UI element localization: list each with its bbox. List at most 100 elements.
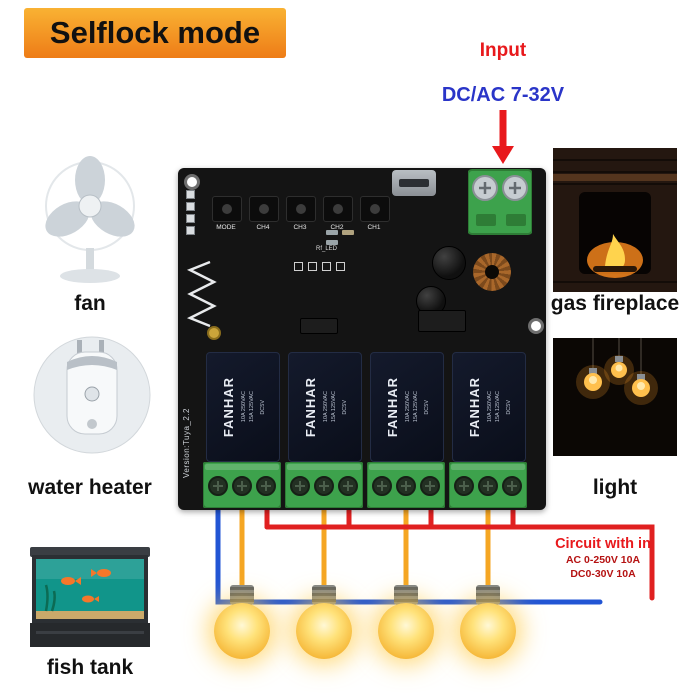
fire-flame: [605, 234, 625, 272]
wire-slot: [506, 214, 526, 226]
bulb-cap: [476, 585, 500, 605]
pin-header: [186, 190, 195, 235]
version-silkscreen: Version:Tuya_2.2: [182, 408, 191, 478]
water-highlight: [36, 559, 144, 579]
relay-spec: 15A 125VAC: [330, 391, 337, 423]
bulb-cap: [230, 585, 254, 605]
button-actuator: [370, 204, 380, 214]
ch3-button[interactable]: [286, 196, 316, 222]
bulb-glass: [296, 603, 352, 659]
ch1-button[interactable]: [360, 196, 390, 222]
screw-slots: [479, 182, 521, 194]
smd-resistor: [326, 230, 338, 235]
rf-led-silkscreen: Rf_LED: [316, 246, 338, 252]
bulb-cap: [312, 585, 336, 605]
bulb-glass: [214, 603, 270, 659]
input-arrow-head: [492, 146, 514, 164]
coil-hole: [485, 265, 499, 279]
mode-banner: Selflock mode: [24, 8, 286, 58]
filament-bulbs: [576, 355, 658, 405]
heater-gauge: [84, 386, 100, 402]
light-card: [553, 338, 677, 456]
light-label: light: [592, 476, 638, 499]
mounting-hole: [184, 174, 200, 190]
relay-brand: FANHAR: [220, 376, 236, 438]
terminal-screws: [208, 476, 276, 496]
gas-fireplace-card: [553, 148, 677, 292]
heater-top-band: [67, 356, 117, 370]
mode-banner-label: Selflock mode: [49, 15, 261, 50]
inductor-coil: [473, 253, 511, 291]
terminal-highlight: [451, 464, 525, 470]
mode-button[interactable]: [212, 196, 242, 222]
micro-usb-port: [392, 170, 436, 196]
led-pads: [294, 262, 345, 271]
fireplace-bricks: [553, 159, 677, 283]
yellow-wires: [239, 497, 491, 595]
water-heater-image: [33, 336, 151, 454]
relay-spec: 15A 125VAC: [248, 391, 255, 423]
terminal-highlight: [205, 464, 279, 470]
relay-board: MODE CH4 CH3 CH2 CH1 Rf_LED: [178, 168, 546, 510]
terminal-screws: [372, 476, 440, 496]
bulb-glass: [378, 603, 434, 659]
wifi-antenna: [186, 260, 221, 340]
fish-tank-card: [28, 543, 152, 651]
fish-tank-image: [30, 547, 150, 647]
fireplace-mantel: [553, 174, 677, 181]
light-bulb-2: [294, 583, 354, 667]
terminal-screws: [290, 476, 358, 496]
light-image: [553, 338, 677, 456]
button-actuator: [259, 204, 269, 214]
output-terminal-2: [285, 462, 363, 508]
ch2-button-label: CH2: [330, 224, 344, 231]
relay-coil: DC5V: [505, 399, 512, 415]
fish-group: [61, 569, 111, 603]
fan-image: [45, 156, 135, 283]
fire-log: [593, 266, 637, 272]
water-heater-label: water heater: [28, 476, 152, 499]
input-title: Input: [479, 40, 527, 61]
gas-fireplace-image: [553, 148, 677, 292]
ch4-button[interactable]: [249, 196, 279, 222]
button-actuator: [296, 204, 306, 214]
relay-spec: 15A 125VAC: [494, 391, 501, 423]
ch1-button-label: CH1: [367, 224, 381, 231]
light-bulb-4: [458, 583, 518, 667]
bulb-glass: [460, 603, 516, 659]
button-actuator: [333, 204, 343, 214]
circuit-note: Circuit with in AC 0-250V 10A DC0-30V 10…: [543, 536, 663, 581]
output-terminal-3: [367, 462, 445, 508]
output-terminal-4: [449, 462, 527, 508]
power-input-terminal: [468, 169, 532, 235]
output-terminal-1: [203, 462, 281, 508]
tank-lid: [30, 547, 150, 557]
ic-chip: [418, 310, 466, 332]
smd-resistor: [342, 230, 354, 235]
light-bulb-1: [212, 583, 272, 667]
heater-pipe-right: [99, 340, 104, 354]
relay-coil: DC5V: [341, 399, 348, 415]
relay-brand: FANHAR: [466, 376, 482, 438]
terminal-highlight: [369, 464, 443, 470]
ch2-button[interactable]: [323, 196, 353, 222]
button-actuator: [222, 204, 232, 214]
relay-spec: 10A 250VAC: [322, 391, 329, 423]
fish-tank-label: fish tank: [46, 656, 134, 679]
input-voltage-label: DC/AC 7-32V: [441, 84, 565, 106]
relay-coil: DC5V: [423, 399, 430, 415]
usb-slot: [399, 179, 429, 187]
circuit-note-line2: DC0-30V 10A: [570, 567, 636, 580]
circuit-note-line1: AC 0-250V 10A: [565, 554, 641, 566]
bulb-cords: [592, 338, 642, 374]
mounting-hole: [528, 318, 544, 334]
water-heater-card: [33, 336, 151, 454]
circuit-note-title: Circuit with in: [555, 536, 651, 552]
antenna-connector: [207, 326, 221, 340]
